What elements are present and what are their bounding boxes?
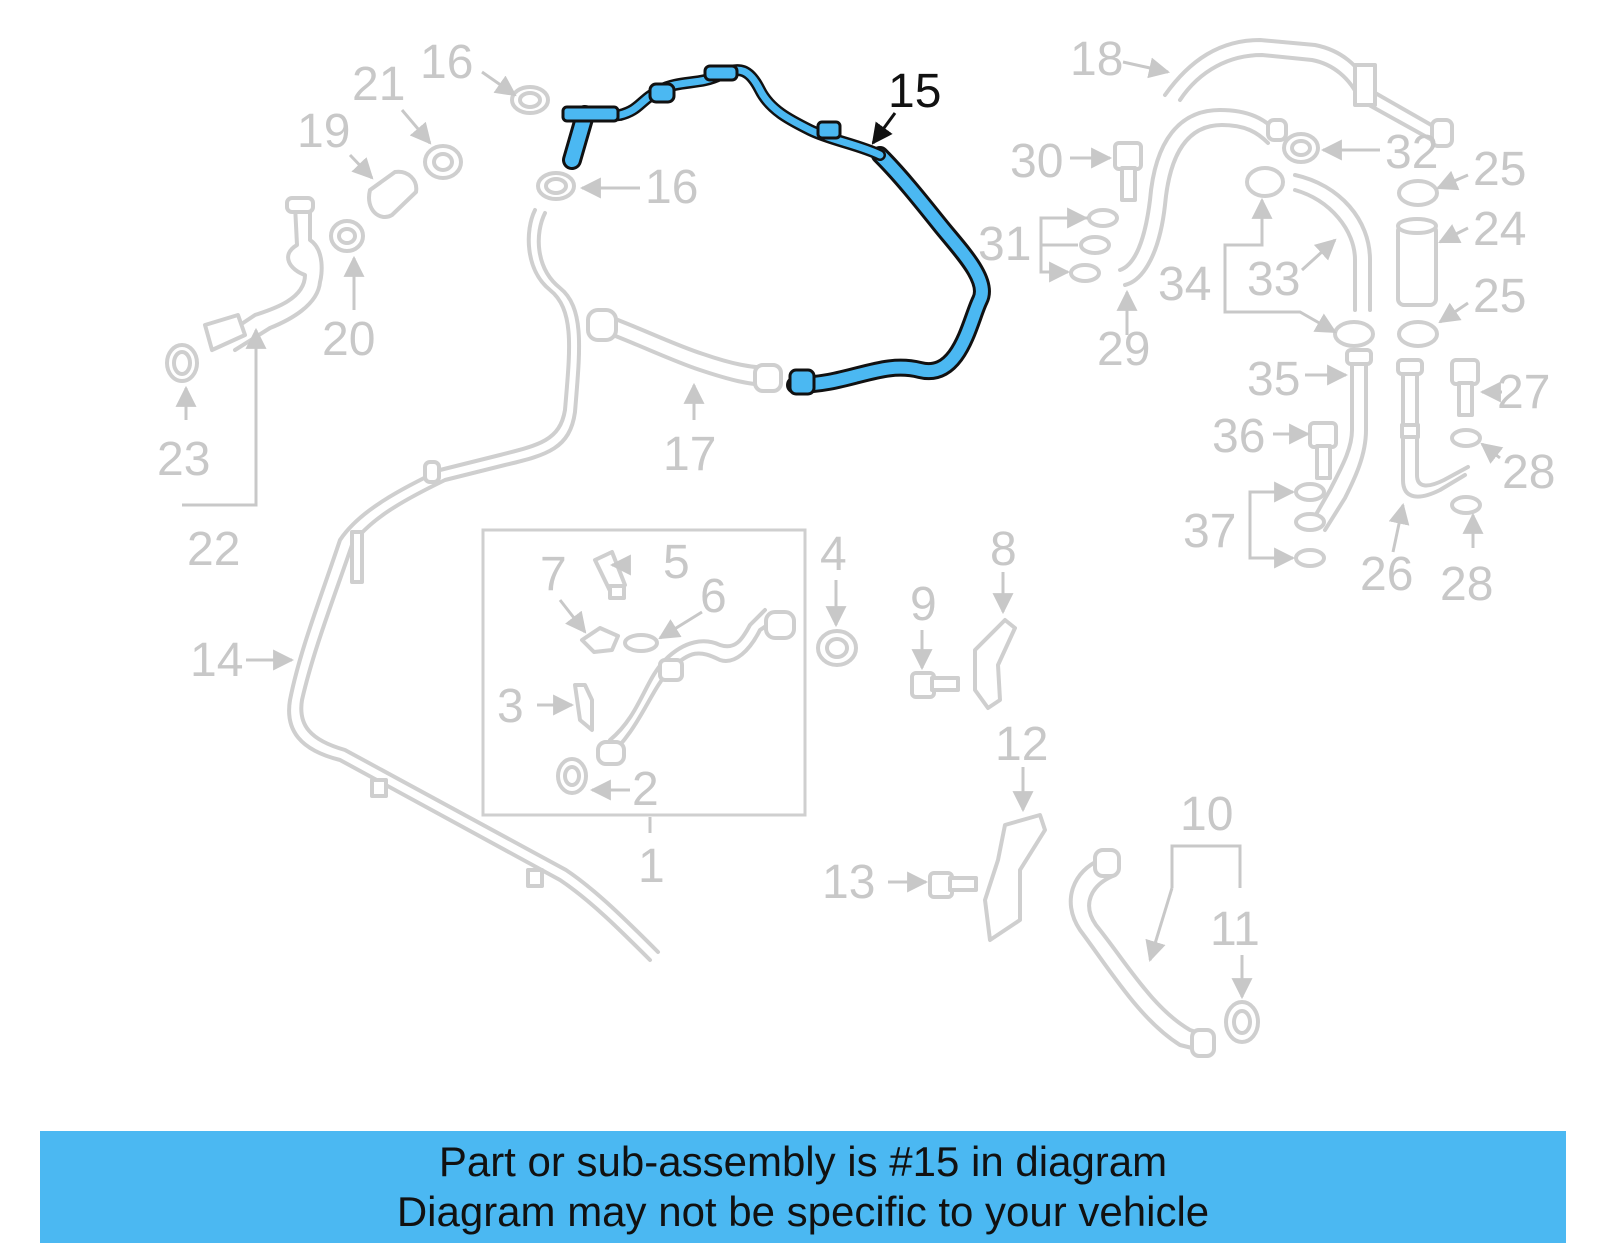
pipe-bracket — [526, 868, 544, 888]
callout-15: 15 — [888, 65, 941, 118]
part-5-sensor — [593, 550, 627, 600]
clamp-16-top — [510, 85, 550, 115]
callout-8: 8 — [990, 523, 1017, 576]
part-31-washers — [1069, 208, 1119, 283]
callout-2: 2 — [632, 763, 659, 816]
callout-17: 17 — [663, 428, 716, 481]
part-17-hose — [586, 308, 783, 393]
part-7-clip — [580, 626, 620, 654]
callout-22: 22 — [187, 523, 240, 576]
part-14-coolant-pipe — [287, 208, 660, 962]
part-20-clamp — [329, 219, 365, 253]
callout-28-upper: 28 — [1502, 446, 1555, 499]
info-banner: Part or sub-assembly is #15 in diagram D… — [40, 1131, 1566, 1243]
pipe-bracket — [350, 530, 364, 584]
callout-10: 10 — [1180, 788, 1233, 841]
part-19-connector — [367, 169, 419, 219]
callout-1: 1 — [638, 840, 665, 893]
callout-24: 24 — [1473, 203, 1526, 256]
part-9-bolt — [910, 671, 960, 699]
callout-28-lower: 28 — [1440, 558, 1493, 611]
callout-7: 7 — [540, 548, 567, 601]
callout-29: 29 — [1097, 323, 1150, 376]
banner-line-disclaimer: Diagram may not be specific to your vehi… — [396, 1188, 1210, 1235]
callout-12: 12 — [995, 718, 1048, 771]
part-22-fitting — [203, 196, 324, 352]
callout-32: 32 — [1385, 126, 1438, 179]
callout-20: 20 — [322, 313, 375, 366]
part-2-oring — [556, 757, 588, 795]
part-12-bracket — [983, 813, 1047, 942]
callout-25-lower: 25 — [1473, 270, 1526, 323]
callout-31: 31 — [978, 218, 1031, 271]
part-26-pipe — [1396, 358, 1470, 499]
part-37-washers — [1294, 482, 1326, 568]
part-35-pipe — [1308, 348, 1373, 532]
callout-5: 5 — [663, 536, 690, 589]
callout-27: 27 — [1497, 366, 1550, 419]
part-1-pipe — [596, 608, 796, 766]
part-32-clamp — [1282, 132, 1320, 164]
part-11-oring — [1224, 1000, 1260, 1044]
part-3-clip — [573, 683, 594, 732]
callout-3: 3 — [497, 680, 524, 733]
part-24-filter — [1396, 217, 1438, 307]
part-23-oring — [165, 343, 199, 383]
part-15-highlighted-hose — [561, 64, 991, 396]
callout-labels: 1 2 3 4 5 6 7 8 9 10 11 12 13 14 15 16 1… — [157, 33, 1555, 956]
banner-line-part: Part or sub-assembly is #15 in diagram — [438, 1138, 1168, 1185]
part-33-hose — [1245, 166, 1372, 312]
part-27-bolt — [1450, 358, 1480, 417]
callout-30: 30 — [1010, 135, 1063, 188]
callout-25-top: 25 — [1473, 143, 1526, 196]
callout-16-top: 16 — [420, 36, 473, 89]
part-29-pipe — [1118, 108, 1288, 287]
part-4-clamp — [816, 629, 858, 667]
callout-18: 18 — [1070, 33, 1123, 86]
callout-35: 35 — [1247, 353, 1300, 406]
part-21-clamp — [423, 144, 463, 180]
callout-36: 36 — [1212, 410, 1265, 463]
part-8-bracket — [973, 618, 1017, 710]
leader-lines — [175, 57, 1504, 1000]
callout-9: 9 — [910, 578, 937, 631]
callout-14: 14 — [190, 634, 243, 687]
callout-6: 6 — [700, 570, 727, 623]
part-36-bolt — [1308, 421, 1338, 480]
callout-33: 33 — [1247, 253, 1300, 306]
part-25-clamps — [1333, 179, 1439, 348]
callout-37: 37 — [1183, 505, 1236, 558]
part-18-pipe — [1163, 38, 1454, 148]
callout-21: 21 — [352, 58, 405, 111]
part-1-group-box — [481, 528, 807, 817]
callout-11: 11 — [1210, 903, 1260, 956]
callout-19: 19 — [297, 105, 350, 158]
clamp-16-lower — [536, 171, 576, 201]
pipe-joint — [423, 460, 441, 484]
part-10-pipe — [1068, 848, 1216, 1058]
callout-13: 13 — [822, 856, 875, 909]
callout-34: 34 — [1158, 258, 1211, 311]
part-30-bolt — [1113, 141, 1143, 202]
callout-23: 23 — [157, 433, 210, 486]
callout-26: 26 — [1360, 548, 1413, 601]
part-13-bolt — [928, 871, 978, 899]
part-6-seal — [623, 633, 659, 653]
callout-4: 4 — [820, 528, 847, 581]
pipe-bracket — [370, 778, 388, 798]
callout-16-lower: 16 — [645, 161, 698, 214]
